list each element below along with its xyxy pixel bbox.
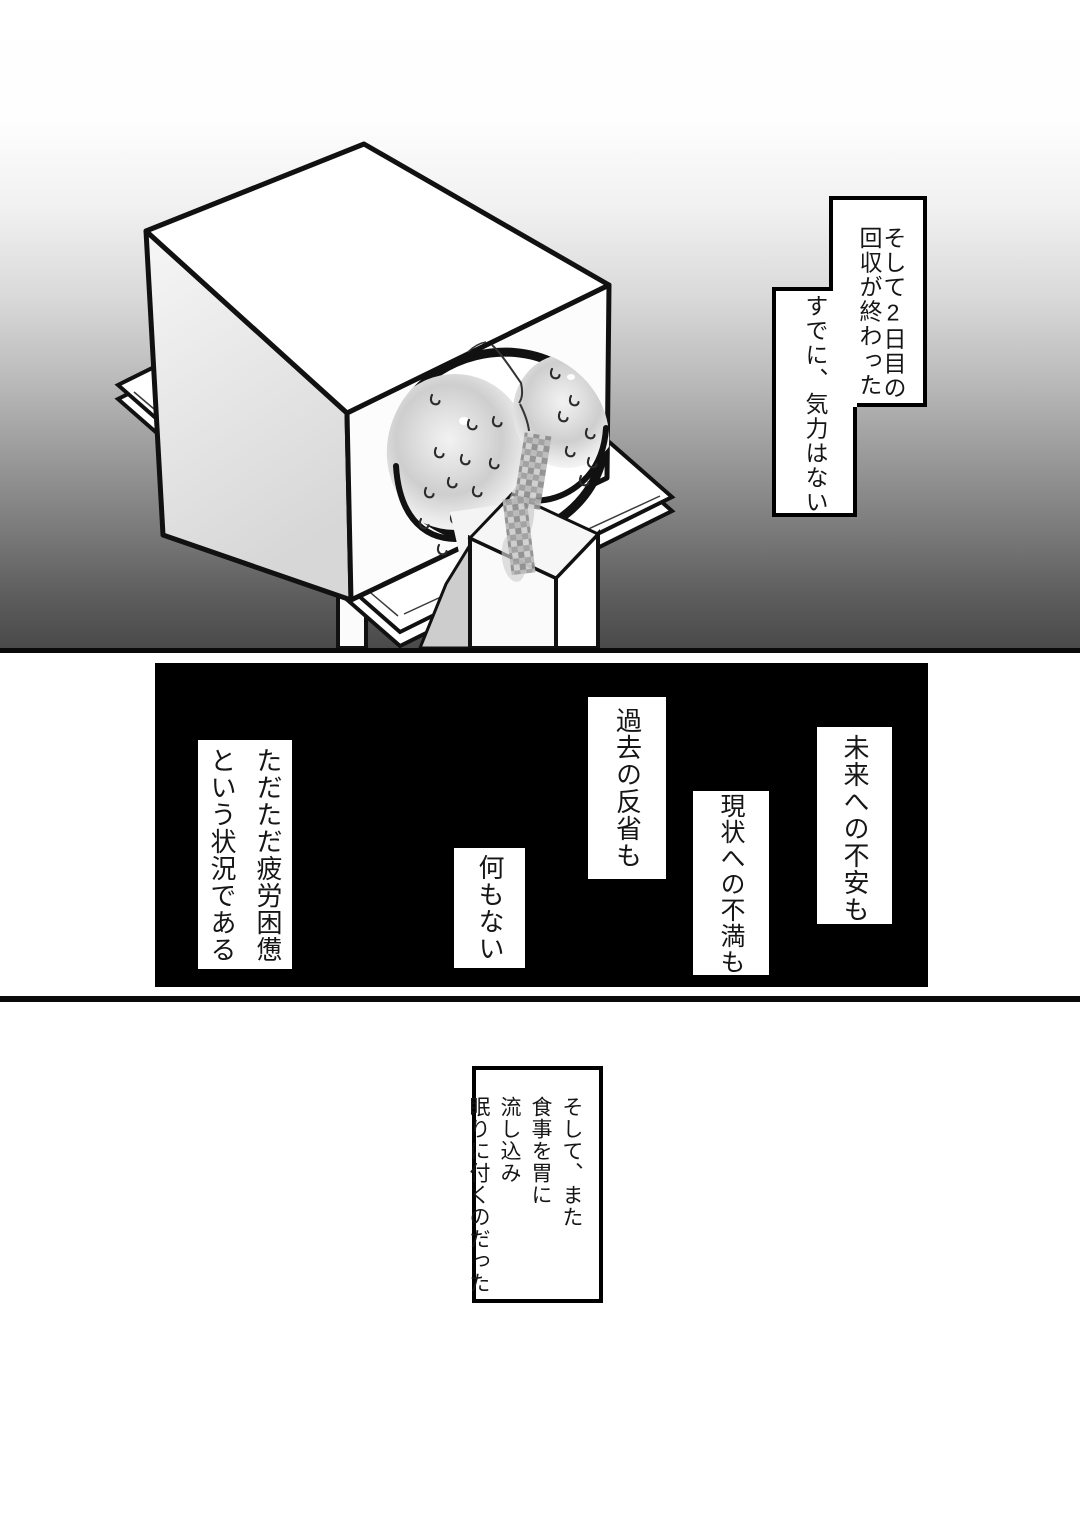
narration-line: そして2日目の — [880, 226, 906, 401]
narration-text-2: すでに、気力はない — [776, 291, 853, 515]
narration-line: 眠りに付くのだった — [467, 1096, 490, 1294]
highlight-dot — [567, 374, 575, 380]
illustration-svg — [114, 141, 676, 648]
narration-box-3 — [472, 1066, 603, 1303]
left-lobe — [380, 374, 530, 530]
caption-text: 何もない — [475, 854, 505, 962]
narration-line: そして、また — [560, 1096, 583, 1228]
narration-text-3: そして、また 食事を胃に 流し込み 眠りに付くのだった — [467, 1070, 599, 1299]
caption-box-state: ただただ疲労困憊 という状況である — [198, 740, 292, 969]
caption-text: という状況である — [207, 747, 237, 963]
chute-column — [418, 492, 601, 648]
crease-lines — [467, 341, 530, 432]
divider-bar-top — [0, 648, 1080, 653]
box-merge-patch — [829, 291, 837, 407]
caption-text: 現状への不満も — [717, 793, 745, 975]
caption-text: ただただ疲労困憊 — [253, 747, 283, 963]
narration-line: 食事を胃に — [529, 1096, 552, 1206]
caption-box-future: 未来への不安も — [817, 727, 892, 924]
narration-line: 回収が終わった — [856, 226, 882, 398]
caption-box-past: 過去の反省も — [588, 697, 666, 879]
narration-line: 流し込み — [498, 1096, 521, 1184]
divider-bar-bottom — [0, 996, 1080, 1002]
box-top-face — [143, 141, 612, 416]
top-panel: そして2日目の 回収が終わった すでに、気力はない — [0, 0, 1080, 648]
caption-text-group: ただただ疲労困憊 という状況である — [199, 740, 291, 969]
highlight-dot — [459, 417, 469, 425]
narration-text-1: そして2日目の 回収が終わった — [833, 200, 923, 403]
mosaic-censor — [501, 432, 552, 582]
caption-box-present: 現状への不満も — [693, 791, 769, 975]
caption-text: 未来への不安も — [840, 734, 870, 923]
narration-line: すでに、気力はない — [802, 294, 828, 515]
box-merge-patch — [833, 287, 857, 407]
caption-text: 過去の反省も — [612, 707, 643, 869]
caption-box-nothing: 何もない — [454, 848, 525, 968]
